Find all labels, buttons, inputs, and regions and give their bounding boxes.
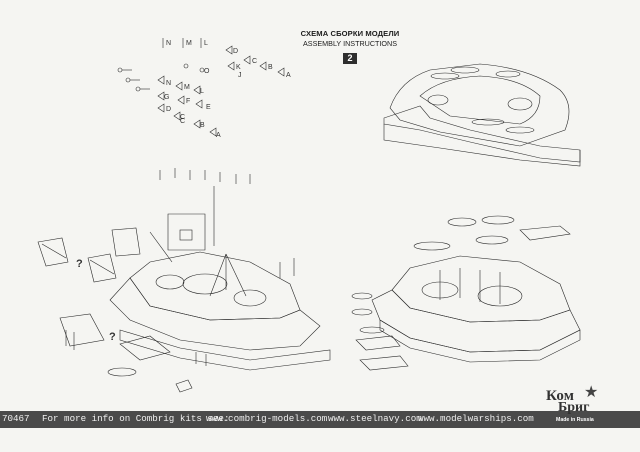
- part-label-a: A: [216, 132, 221, 139]
- title-russian: СХЕМА СБОРКИ МОДЕЛИ: [300, 29, 400, 38]
- part-label-j: J: [238, 72, 242, 79]
- part-label-o: O: [204, 68, 210, 75]
- sheet-header: СХЕМА СБОРКИ МОДЕЛИ ASSEMBLY INSTRUCTION…: [300, 29, 400, 66]
- combrig-logo: Ком Бриг ★ Made in Russia: [536, 384, 616, 428]
- callout-question-1: ?: [76, 258, 83, 270]
- footer-info-text: For more info on Combrig kits see:: [42, 413, 230, 424]
- hull-assembly-left: [109, 168, 331, 371]
- title-english: ASSEMBLY INSTRUCTIONS: [303, 39, 397, 48]
- part-label-l: L: [204, 40, 208, 47]
- part-label-k: K: [236, 64, 241, 71]
- logo-line-1: Ком: [546, 388, 575, 404]
- part-label-f: F: [186, 98, 191, 105]
- kit-number: 70467: [2, 413, 30, 424]
- hull-assembly-right: [351, 215, 581, 371]
- part-label-c2: C: [252, 58, 258, 65]
- star-icon: ★: [584, 384, 599, 401]
- part-label-e: E: [206, 104, 211, 111]
- completed-hull-view: [383, 63, 581, 167]
- part-label-m: M: [186, 40, 192, 47]
- detail-parts-left: [37, 227, 207, 393]
- footer-band: 70467 For more info on Combrig kits see:…: [0, 411, 640, 428]
- part-label-l2: L: [200, 88, 204, 95]
- footer-url-modelwarships[interactable]: www.modelwarships.com: [418, 413, 534, 424]
- part-label-c: C: [180, 114, 186, 121]
- parts-legend-icons: [117, 38, 285, 137]
- part-label-m2: M: [184, 84, 190, 91]
- part-label-b2: B: [268, 64, 273, 71]
- logo-line-2: Бриг: [558, 400, 590, 415]
- part-label-g: G: [164, 94, 170, 101]
- part-label-n: N: [166, 40, 172, 47]
- step-number-badge: 2: [343, 53, 357, 64]
- part-label-d2: D: [233, 48, 239, 55]
- part-label-d: D: [166, 106, 172, 113]
- callout-question-2: ?: [109, 331, 116, 343]
- footer-url-steelnavy[interactable]: www.steelnavy.com: [328, 413, 422, 424]
- part-label-c3: C: [180, 118, 186, 125]
- made-in-russia: Made in Russia: [556, 417, 594, 423]
- footer-url-combrig[interactable]: www.combrig-models.com: [206, 413, 328, 424]
- part-label-a2: A: [286, 72, 291, 79]
- part-label-b: B: [200, 122, 205, 129]
- part-label-n2: N: [166, 80, 172, 87]
